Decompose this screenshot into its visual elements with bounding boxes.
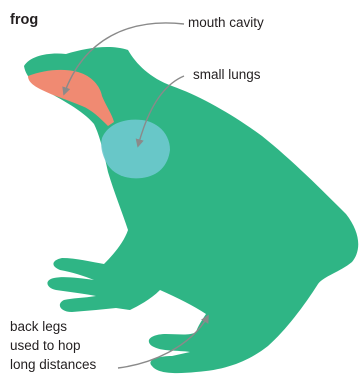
back-legs-label-line2: used to hop — [10, 337, 81, 354]
back-legs-label-line3: long distances — [10, 356, 96, 373]
diagram-title: frog — [10, 12, 38, 29]
back-legs-label-line1: back legs — [10, 318, 67, 335]
small-lungs-label: small lungs — [193, 66, 261, 83]
mouth-cavity-label: mouth cavity — [188, 14, 264, 31]
